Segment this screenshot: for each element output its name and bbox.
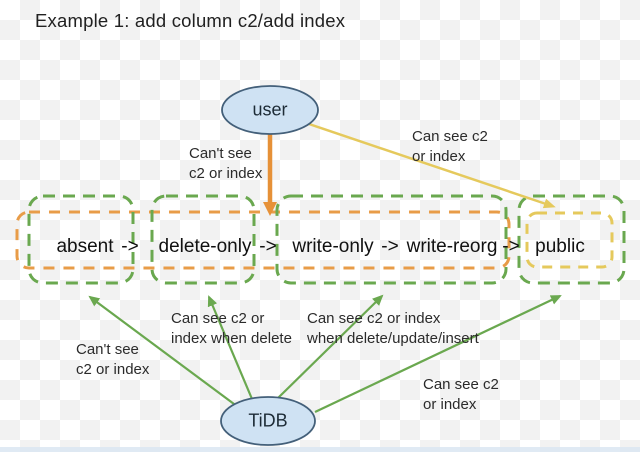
- tidb-node: [220, 396, 316, 446]
- user-node: [221, 85, 319, 135]
- tidb-to-absent-arrow: [88, 295, 235, 405]
- state-arrow-separator: ->: [502, 236, 520, 257]
- user-to-public-arrow: [308, 122, 556, 209]
- state-arrow-separator: ->: [381, 236, 399, 257]
- state-label-absent: absent: [56, 236, 114, 257]
- tidb-can-see-when-delete-label: Can see c2 or index when delete: [171, 310, 292, 347]
- user-can-see-label: Can see c2 or index: [412, 128, 488, 165]
- state-box-delete-only: [150, 194, 256, 285]
- user-invisible-region-outline: [15, 210, 511, 270]
- diagram-title: Example 1: add column c2/add index: [35, 10, 346, 31]
- state-arrow-separator: ->: [259, 236, 277, 257]
- bottom-edge-strip: [0, 447, 640, 452]
- state-arrow-separator: ->: [121, 236, 139, 257]
- tidb-node-label: TiDB: [248, 410, 288, 431]
- tidb-can-see-when-dml-label: Can see c2 or index when delete/update/i…: [307, 310, 479, 347]
- user-cant-see-label: Can't see c2 or index: [189, 145, 263, 182]
- state-label-write-reorg: write-reorg: [406, 236, 498, 257]
- tidb-to-public-arrow: [314, 295, 562, 413]
- tidb-can-see-label: Can see c2 or index: [423, 376, 499, 413]
- tidb-to-delete-only-arrow: [207, 295, 254, 400]
- tidb-cant-see-label: Can't see c2 or index: [76, 341, 150, 378]
- user-node-label: user: [252, 99, 288, 120]
- state-label-write-only: write-only: [292, 236, 374, 257]
- state-box-public: [517, 194, 626, 285]
- state-box-absent: [27, 194, 135, 285]
- tidb-to-write-box-arrow: [277, 294, 384, 399]
- user-visible-region-outline: [525, 211, 614, 269]
- state-label-public: public: [535, 236, 585, 257]
- state-box-write-only-write-reorg: [275, 194, 508, 285]
- state-label-delete-only: delete-only: [158, 236, 252, 257]
